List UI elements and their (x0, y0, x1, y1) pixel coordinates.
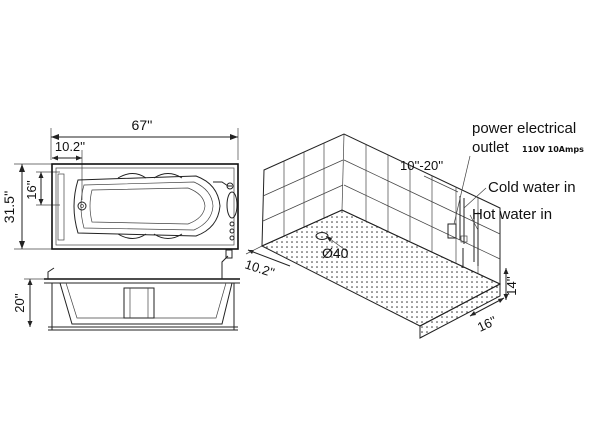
dotted-base (260, 209, 502, 339)
cold-water-label: Cold water in (488, 179, 576, 196)
base-height-dimension: 14'' (503, 268, 519, 300)
outlet-spacing-label: 10''-20'' (400, 158, 443, 173)
base-depth-label: 16'' (475, 313, 499, 335)
top-view: 67'' 31.5'' 10.2'' 16'' (1, 117, 239, 250)
drain-width-dimension: 16'' (24, 171, 60, 206)
power-callout-line1: power electrical (472, 120, 576, 137)
power-callout-spec: 110V 10Amps (522, 145, 584, 154)
drain-width-label: 16'' (24, 180, 39, 199)
base-depth-dimension: 16'' (469, 297, 505, 335)
height-dimension: 20'' (12, 278, 52, 327)
power-outlet-callout: power electrical outlet 110V 10Amps (453, 120, 584, 225)
power-callout-line2: outlet (472, 139, 510, 156)
utility-fittings (447, 196, 479, 268)
outlet-spacing-dimension: 10''-20'' (400, 158, 459, 193)
side-view: 20'' (12, 249, 240, 331)
drain-outlet-icon (315, 232, 329, 240)
base-offset-label: 10.2'' (243, 257, 276, 281)
tub-top-outline (51, 163, 239, 250)
length-dimension: 67'' (50, 117, 239, 160)
width-label: 31.5'' (1, 191, 17, 224)
drain-diameter-callout: Ø40 (322, 235, 349, 261)
height-label: 20'' (12, 293, 27, 312)
tub-side-outline (44, 249, 240, 331)
cold-water-callout: Cold water in (463, 179, 576, 209)
power-outlet-icon (447, 223, 457, 239)
width-dimension: 31.5'' (1, 163, 52, 250)
faucet-icon (213, 181, 232, 187)
drain-icon (77, 201, 87, 211)
base-height-label: 14'' (504, 276, 519, 295)
hot-water-label: Hot water in (472, 206, 552, 223)
shower-handle-icon (221, 255, 229, 279)
hot-water-callout: Hot water in (469, 206, 552, 231)
drain-offset-label: 10.2'' (55, 139, 85, 154)
drain-diameter-label: Ø40 (322, 245, 349, 261)
install-view: 10''-20'' Ø40 10.2'' 14'' 16'' (243, 120, 584, 339)
length-label: 67'' (132, 117, 153, 133)
drain-offset-dimension: 10.2'' (52, 139, 85, 200)
